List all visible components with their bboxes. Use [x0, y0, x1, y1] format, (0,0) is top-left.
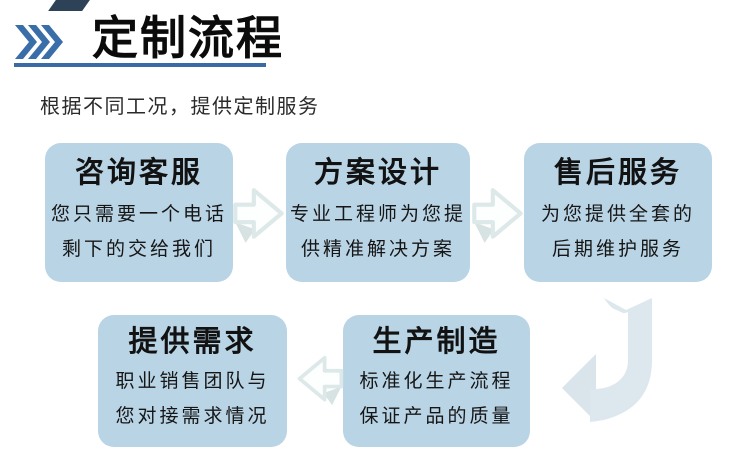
- triple-chevron-right-icon: [15, 25, 63, 59]
- flow-step-title: 咨询客服: [74, 157, 203, 189]
- flow-step-solution-design: 方案设计 专业工程师为您提 供精准解决方案: [286, 143, 470, 282]
- flow-step-desc-line: 剩下的交给我们: [61, 239, 216, 260]
- flow-step-consult-service: 咨询客服 您只需要一个电话 剩下的交给我们: [45, 143, 233, 282]
- flow-step-desc-line: 后期维护服务: [551, 239, 684, 260]
- flow-step-title: 方案设计: [313, 157, 442, 189]
- flow-step-title: 提供需求: [128, 326, 257, 358]
- flow-step-desc-line: 标准化生产流程: [359, 371, 514, 392]
- arrow-right-icon: [233, 188, 284, 243]
- flow-step-desc-line: 保证产品的质量: [359, 406, 514, 427]
- flow-step-desc-line: 您对接需求情况: [115, 406, 270, 427]
- page-subtitle: 根据不同工况，提供定制服务: [40, 96, 320, 118]
- curved-arrow-down-left-icon: [562, 298, 652, 422]
- arrow-right-icon: [472, 188, 523, 243]
- flow-step-provide-requirements: 提供需求 职业销售团队与 您对接需求情况: [98, 315, 287, 447]
- top-edge-decorative-bar: [48, 0, 90, 11]
- flow-step-title: 售后服务: [553, 157, 682, 189]
- flow-step-title: 生产制造: [372, 326, 501, 358]
- page-title: 定制流程: [92, 12, 284, 64]
- flow-step-desc-line: 专业工程师为您提: [289, 204, 466, 225]
- flow-step-desc-line: 您只需要一个电话: [50, 204, 227, 225]
- flow-step-after-sales: 售后服务 为您提供全套的 后期维护服务: [524, 143, 712, 282]
- flow-step-desc-line: 供精准解决方案: [300, 239, 455, 260]
- flow-step-desc-line: 职业销售团队与: [115, 371, 270, 392]
- arrow-left-icon: [297, 355, 344, 406]
- flow-step-desc-line: 为您提供全套的: [540, 204, 695, 225]
- title-underline: [14, 63, 266, 67]
- flow-step-manufacturing: 生产制造 标准化生产流程 保证产品的质量: [343, 315, 530, 447]
